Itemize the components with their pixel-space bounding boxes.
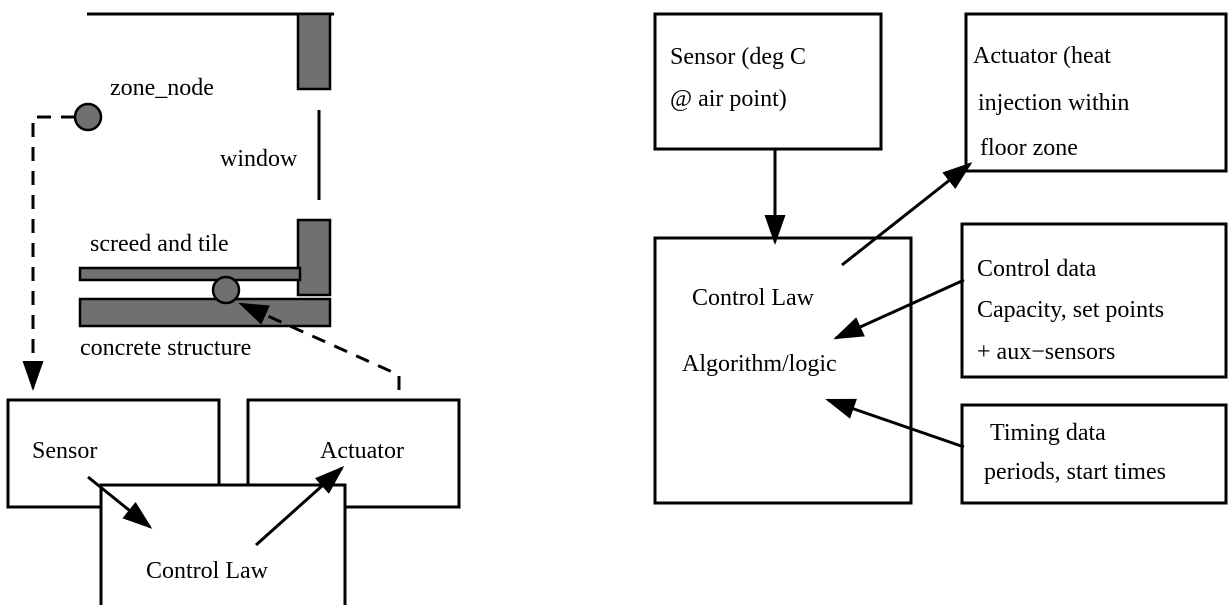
window-label: window	[220, 146, 298, 172]
screed-layer	[78, 266, 302, 282]
rd-actuator-text: Actuator (heat injection within floor zo…	[973, 43, 1135, 161]
rd-control-data-arrow	[833, 278, 965, 340]
control-law-label: Control Law	[146, 558, 269, 584]
sensor-dashed-arrow	[22, 115, 75, 391]
upper-wall	[296, 12, 332, 91]
rd-control-law-text: Control Law Algorithm/logic	[682, 285, 837, 377]
rd-actuator-box	[964, 12, 1228, 173]
concrete-layer	[78, 297, 332, 328]
control-to-actuator-arrow	[254, 465, 345, 547]
rd-timing-data-text: Timing data periods, start times	[984, 420, 1166, 485]
zone-node	[73, 102, 103, 132]
right-diagram: Sensor (deg C @ air point) Actuator (hea…	[653, 12, 1228, 505]
screed-label: screed and tile	[90, 231, 229, 257]
control-law-box	[99, 483, 347, 605]
rd-control-data-box	[960, 222, 1228, 379]
sensor-to-control-arrow	[87, 475, 153, 529]
rd-sensor-box	[653, 12, 883, 151]
zone-node-label: zone_node	[110, 75, 214, 101]
actuator-label: Actuator	[320, 438, 404, 464]
rd-control-to-actuator-arrow	[841, 162, 973, 267]
sensor-label: Sensor	[32, 438, 97, 464]
rd-control-data-text: Control data Capacity, set points + aux−…	[977, 256, 1170, 365]
rd-timing-data-box	[960, 403, 1228, 505]
floor-node	[211, 275, 241, 305]
rd-sensor-text: Sensor (deg C @ air point)	[670, 44, 812, 112]
lower-wall	[296, 218, 332, 297]
left-diagram: zone_node window screed and tile concret…	[6, 12, 461, 605]
actuator-dashed-arrow	[238, 302, 401, 390]
rd-timing-data-arrow	[825, 398, 965, 449]
concrete-label: concrete structure	[80, 335, 251, 361]
